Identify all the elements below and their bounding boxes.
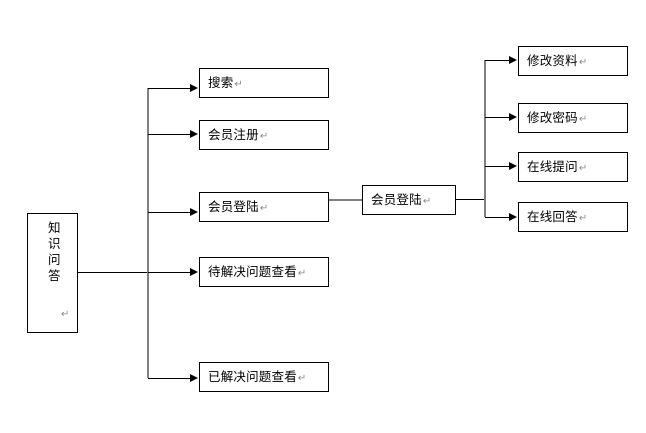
- connector-login-to-session: [329, 199, 362, 201]
- pilcrow-mark-edit-profile: ↵: [578, 56, 588, 68]
- pilcrow-mark-ask-online: ↵: [578, 162, 588, 174]
- arrowhead-solved: [190, 373, 198, 382]
- node-session-login-label: 会员登陆: [371, 191, 422, 207]
- node-member-login[interactable]: 会员登陆↵: [199, 192, 329, 222]
- arrowhead-login: [190, 207, 198, 216]
- arrowhead-answer-online: [509, 212, 517, 221]
- node-solved-questions[interactable]: 已解决问题查看↵: [199, 362, 329, 392]
- connector-session-stem: [456, 199, 486, 200]
- pilcrow-mark-session-login: ↵: [422, 195, 432, 207]
- pilcrow-mark-solved: ↵: [297, 372, 307, 384]
- arrowhead-ask-online: [509, 161, 517, 170]
- node-search[interactable]: 搜索↵: [199, 68, 329, 98]
- arrowhead-search: [190, 83, 198, 92]
- node-member-login-label: 会员登陆: [208, 198, 259, 214]
- node-answer-online-label: 在线回答: [527, 208, 578, 224]
- connector-branch-ask-online: [485, 166, 511, 167]
- node-change-password[interactable]: 修改密码↵: [518, 103, 628, 133]
- node-session-login[interactable]: 会员登陆↵: [362, 185, 456, 215]
- connector-right-trunk: [484, 60, 486, 217]
- node-member-register-label: 会员注册: [208, 126, 259, 142]
- arrowhead-edit-profile: [509, 55, 517, 64]
- node-ask-online[interactable]: 在线提问↵: [518, 152, 628, 182]
- node-solved-questions-label: 已解决问题查看: [208, 368, 297, 384]
- pilcrow-mark-root: ↵: [61, 309, 70, 320]
- arrowhead-change-password: [509, 112, 517, 121]
- connector-branch-register: [148, 134, 192, 135]
- arrowhead-register: [190, 129, 198, 138]
- node-root-label: 知识问答: [45, 221, 61, 285]
- connector-branch-solved: [148, 378, 192, 379]
- connector-branch-search: [148, 88, 192, 89]
- node-change-password-label: 修改密码: [527, 109, 578, 125]
- connector-branch-change-password: [485, 117, 511, 118]
- node-answer-online[interactable]: 在线回答↵: [518, 202, 628, 232]
- pilcrow-mark-member-login: ↵: [259, 202, 269, 214]
- arrowhead-pending: [190, 267, 198, 276]
- connector-left-trunk: [147, 88, 149, 378]
- connector-branch-pending: [148, 272, 192, 273]
- pilcrow-mark-change-password: ↵: [578, 113, 588, 125]
- node-pending-questions-label: 待解决问题查看: [208, 263, 297, 279]
- pilcrow-mark-pending: ↵: [297, 267, 307, 279]
- connector-branch-answer-online: [485, 217, 511, 218]
- node-edit-profile[interactable]: 修改资料↵: [518, 46, 628, 76]
- connector-root-stem: [78, 272, 149, 273]
- node-pending-questions[interactable]: 待解决问题查看↵: [199, 257, 329, 287]
- node-search-label: 搜索: [208, 74, 234, 90]
- pilcrow-mark-answer-online: ↵: [578, 212, 588, 224]
- pilcrow-mark-register: ↵: [259, 130, 269, 142]
- node-member-register[interactable]: 会员注册↵: [199, 120, 329, 150]
- connector-branch-login: [148, 212, 192, 213]
- pilcrow-mark-search: ↵: [234, 78, 243, 90]
- connector-branch-edit-profile: [485, 60, 511, 61]
- node-ask-online-label: 在线提问: [527, 158, 578, 174]
- node-root-knowledge-qa[interactable]: 知识问答 ↵: [27, 213, 78, 333]
- node-edit-profile-label: 修改资料: [527, 52, 578, 68]
